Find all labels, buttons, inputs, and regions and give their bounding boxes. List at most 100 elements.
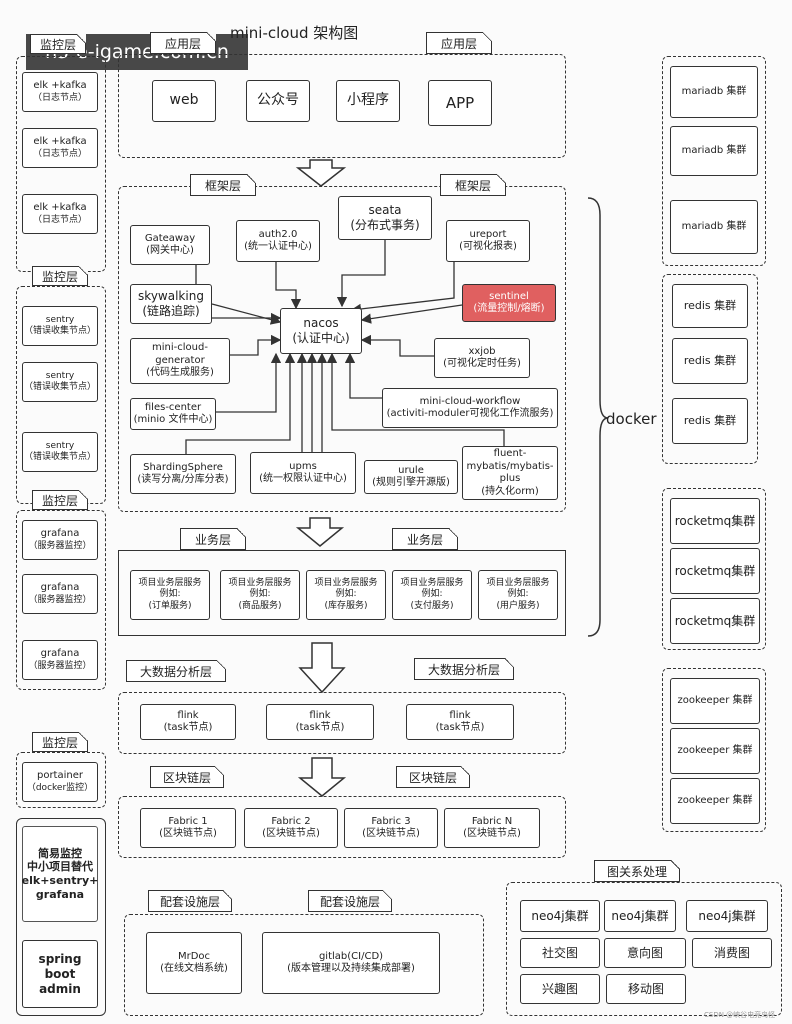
blockchain-tab-1: 区块链层	[150, 766, 224, 788]
business-tab-1: 业务层	[180, 528, 246, 550]
neo4j-cluster: neo4j集群	[604, 900, 676, 932]
sentinel-node: sentinel(流量控制/熔断)	[462, 284, 556, 322]
monitor-tab-4: 监控层	[32, 732, 88, 752]
redis-cluster-group	[662, 274, 758, 464]
elk-kafka-node: elk +kafka（日志节点）	[22, 194, 98, 234]
docker-brace	[587, 197, 609, 637]
graph-tab: 图关系处理	[594, 860, 680, 882]
redis-cluster: redis 集群	[672, 398, 748, 444]
down-arrow-4	[297, 757, 347, 797]
neo4j-cluster: neo4j集群	[686, 900, 768, 932]
seata-node: seata(分布式事务)	[338, 196, 432, 240]
upms-node: upms(统一权限认证中心)	[250, 452, 356, 494]
app-official-account: 公众号	[246, 80, 310, 122]
mrdoc-node: MrDoc(在线文档系统)	[146, 932, 242, 994]
edge-auth-nacos	[275, 262, 302, 310]
edge-fluent-nacos	[326, 352, 505, 446]
monitor-group-grafana	[16, 510, 106, 690]
edge-xxjob-nacos	[360, 334, 434, 357]
gateway-node: Gateaway(网关中心)	[130, 225, 210, 265]
monitor-tab-1: 监控层	[30, 34, 86, 54]
flink-node: flink(task节点)	[140, 704, 236, 740]
app-layer	[118, 54, 566, 158]
graph-consume: 消费图	[692, 938, 772, 968]
sentry-node: sentry（错误收集节点）	[22, 362, 98, 402]
flink-node: flink(task节点)	[406, 704, 514, 740]
business-layer	[118, 550, 566, 636]
grafana-node: grafana（服务器监控）	[22, 520, 98, 560]
zookeeper-cluster-group	[662, 668, 766, 832]
rocketmq-cluster: rocketmq集群	[670, 548, 760, 594]
monitor-tab-2: 监控层	[32, 266, 88, 286]
edge-files-nacos	[216, 352, 282, 413]
elk-kafka-node: elk +kafka（日志节点）	[22, 72, 98, 112]
urule-node: urule(规则引擎开源版)	[364, 460, 458, 494]
app-layer-tab-1: 应用层	[150, 32, 216, 54]
flink-node: flink(task节点)	[266, 704, 374, 740]
edge-workflow-nacos	[344, 352, 382, 399]
nacos-node: nacos(认证中心)	[280, 308, 362, 354]
zookeeper-cluster: zookeeper 集群	[670, 678, 760, 724]
rocketmq-cluster: rocketmq集群	[670, 598, 760, 644]
business-service: 项目业务层服务例如:(订单服务)	[130, 570, 210, 620]
skywalking-node: skywalking(链路追踪)	[130, 284, 212, 324]
edge-seata-nacos	[336, 240, 386, 308]
auth-node: auth2.0(统一认证中心)	[236, 220, 320, 262]
business-service: 项目业务层服务例如:(库存服务)	[306, 570, 386, 620]
graph-social: 社交图	[520, 938, 600, 968]
ureport-node: ureport(可视化报表)	[446, 220, 530, 262]
app-web: web	[152, 80, 216, 122]
monitor-group-portainer	[16, 752, 106, 808]
mariadb-cluster: mariadb 集群	[670, 200, 758, 254]
redis-cluster: redis 集群	[672, 338, 748, 384]
generator-node: mini-cloud-generator(代码生成服务)	[130, 338, 230, 384]
app-layer-tab-2: 应用层	[426, 32, 492, 54]
support-layer	[124, 914, 484, 1016]
fabric-node: Fabric 1(区块链节点)	[140, 808, 236, 848]
mariadb-cluster: mariadb 集群	[670, 126, 758, 176]
graph-intent: 意向图	[604, 938, 686, 968]
fabric-node: Fabric N(区块链节点)	[444, 808, 540, 848]
page-title: mini-cloud 架构图	[230, 24, 359, 42]
elk-kafka-node: elk +kafka（日志节点）	[22, 128, 98, 168]
fluent-mybatis-node: fluent-mybatis/mybatis-plus(持久化orm)	[462, 446, 558, 500]
simple-monitor-group	[16, 818, 106, 1016]
app-mini-program: 小程序	[336, 80, 400, 122]
edge-sharding-nacos	[185, 352, 296, 454]
blockchain-layer	[118, 796, 566, 858]
portainer-node: portainer（docker监控）	[22, 762, 98, 802]
sentry-node: sentry（错误收集节点）	[22, 306, 98, 346]
support-tab-2: 配套设施层	[308, 890, 392, 912]
bigdata-layer	[118, 692, 566, 754]
edge-generator-nacos	[230, 334, 282, 356]
graph-interest: 兴趣图	[520, 974, 600, 1004]
footer-credit: CSDN @峡谷电竞鸟怪	[704, 1011, 776, 1019]
app-mobile: APP	[428, 80, 492, 126]
framework-layer	[118, 186, 566, 512]
framework-tab-1: 框架层	[190, 174, 256, 196]
edge-ureport-nacos	[350, 262, 455, 315]
files-center-node: files-center(minio 文件中心)	[130, 398, 216, 430]
rocketmq-cluster-group	[662, 488, 766, 650]
monitor-tab-3: 监控层	[32, 490, 88, 510]
sharding-node: ShardingSphere(读写分离/分库分表)	[130, 454, 236, 494]
sentry-node: sentry（错误收集节点）	[22, 432, 98, 472]
rocketmq-cluster: rocketmq集群	[670, 498, 760, 544]
mariadb-cluster-group	[662, 56, 766, 266]
zookeeper-cluster: zookeeper 集群	[670, 728, 760, 774]
fabric-node: Fabric 3(区块链节点)	[344, 808, 438, 848]
graph-layer	[506, 882, 782, 1016]
mariadb-cluster: mariadb 集群	[670, 66, 758, 118]
down-arrow-2	[295, 517, 345, 547]
edge-sentinel-nacos	[360, 304, 463, 324]
down-arrow-1	[295, 159, 347, 187]
bigdata-tab-1: 大数据分析层	[126, 660, 226, 682]
business-service: 项目业务层服务例如:(商品服务)	[220, 570, 300, 620]
bigdata-tab-2: 大数据分析层	[414, 658, 514, 680]
down-arrow-3	[298, 642, 346, 694]
docker-label: docker	[606, 410, 657, 428]
neo4j-cluster: neo4j集群	[520, 900, 600, 932]
support-tab-1: 配套设施层	[148, 890, 232, 912]
